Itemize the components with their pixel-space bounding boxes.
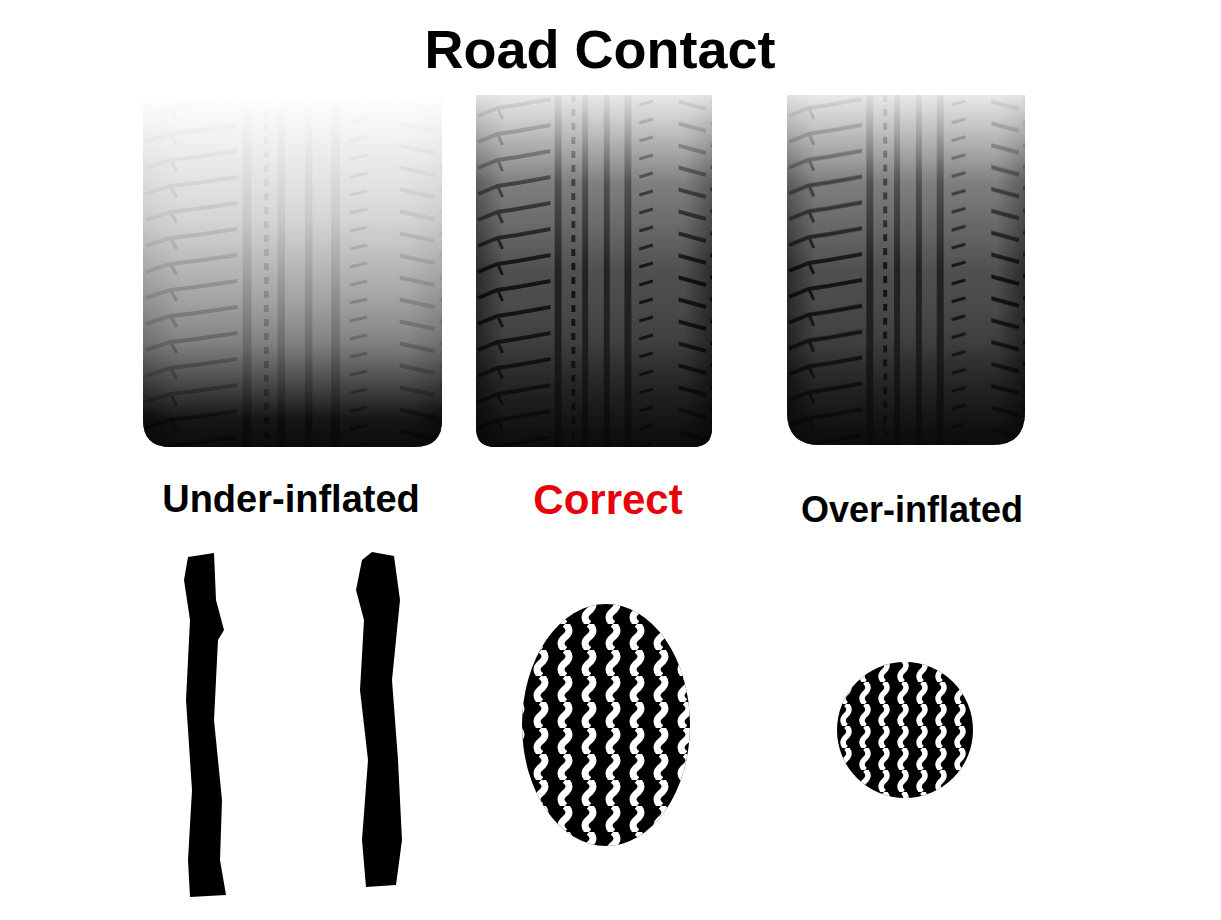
label-wrap: Over-inflated <box>801 490 1023 530</box>
condition-label: Over-inflated <box>801 490 1023 530</box>
correct-tire <box>476 95 712 447</box>
condition-label: Correct <box>533 477 682 523</box>
label-wrap: Under-inflated <box>162 479 420 521</box>
correct-footprint <box>522 604 690 846</box>
contact-strip <box>184 553 226 897</box>
title: Road Contact <box>425 20 776 79</box>
condition-label: Under-inflated <box>162 479 420 521</box>
label-wrap: Correct <box>533 477 682 523</box>
under-inflated-tire <box>143 95 442 447</box>
title-wrap: Road Contact <box>425 20 776 79</box>
under-inflated-footprint <box>184 552 402 897</box>
over-inflated-tire <box>787 95 1025 445</box>
over-inflated-footprint <box>837 662 973 798</box>
contact-strip <box>356 552 402 887</box>
